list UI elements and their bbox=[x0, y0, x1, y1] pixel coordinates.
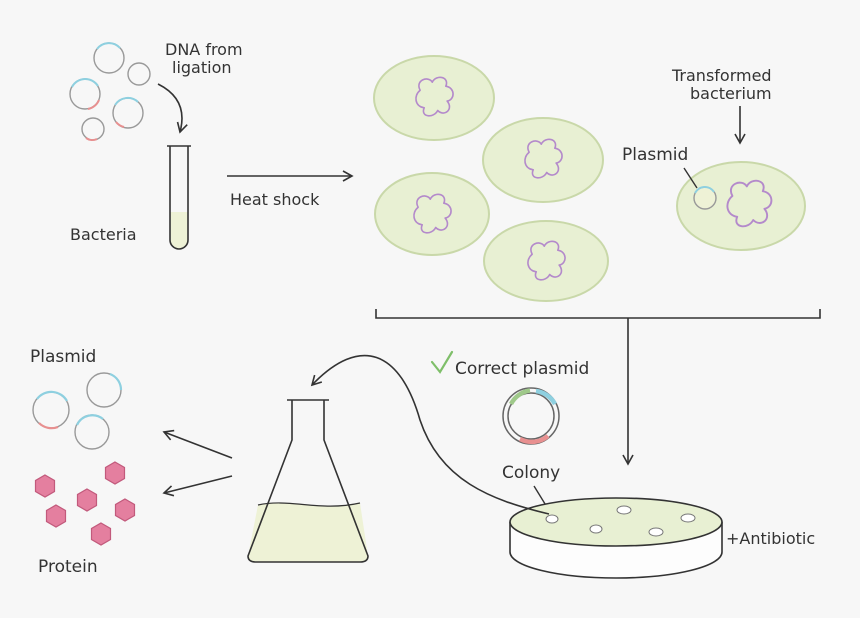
protein-hexagon bbox=[34, 474, 56, 498]
bacterium-cell bbox=[482, 117, 604, 203]
plasmid-pointer-line bbox=[683, 167, 698, 189]
plasmid-circle bbox=[32, 390, 70, 430]
transformed-label: Transformed bbox=[671, 66, 772, 85]
bacterium-cell bbox=[483, 220, 609, 302]
ligation-plasmids bbox=[69, 42, 151, 142]
protein-products bbox=[34, 461, 136, 546]
plasmid-circle bbox=[127, 62, 151, 86]
flask-to-protein-arrow bbox=[162, 475, 233, 497]
plasmid-products bbox=[32, 372, 123, 450]
flask-to-plasmid-arrow bbox=[162, 429, 233, 459]
colony bbox=[680, 513, 696, 523]
protein-hexagon bbox=[104, 461, 126, 485]
colony-to-flask-arrow bbox=[310, 354, 550, 515]
protein-hexagon bbox=[45, 504, 67, 528]
protein-hexagon bbox=[90, 522, 112, 546]
plasmid-circle bbox=[81, 117, 105, 142]
plasmid-left-label: Plasmid bbox=[30, 347, 96, 367]
protein-hexagon bbox=[76, 488, 98, 512]
transformed-bacterium bbox=[676, 161, 806, 251]
checkmark-icon bbox=[430, 350, 454, 374]
dna-to-tube-arrow bbox=[157, 83, 188, 134]
colony bbox=[648, 527, 664, 537]
dna-from-label: DNA from bbox=[165, 40, 243, 59]
bacterium-cell bbox=[373, 55, 495, 141]
selection-bracket bbox=[375, 309, 821, 319]
plasmid-circle bbox=[693, 186, 717, 210]
plasmid-circle bbox=[112, 96, 144, 129]
bacterium-label: bacterium bbox=[690, 84, 772, 103]
plasmid-circle bbox=[74, 414, 110, 450]
test-tube bbox=[167, 145, 191, 250]
culture-flask bbox=[247, 399, 369, 563]
colony bbox=[616, 505, 632, 515]
heat-shock-label: Heat shock bbox=[230, 190, 320, 209]
protein-hexagon bbox=[114, 498, 136, 522]
protein-label: Protein bbox=[38, 557, 98, 577]
plasmid-top-label: Plasmid bbox=[622, 145, 688, 165]
bacterium-cell bbox=[374, 172, 490, 256]
colony-label: Colony bbox=[502, 463, 560, 483]
plasmid-circle bbox=[93, 42, 125, 74]
correct-plasmid bbox=[502, 387, 560, 445]
petri-dish bbox=[509, 497, 723, 579]
antibiotic-label: +Antibiotic bbox=[726, 529, 815, 548]
colony bbox=[589, 524, 603, 534]
colony bbox=[545, 514, 559, 524]
plasmid-circle bbox=[86, 372, 123, 408]
correct-plasmid-label: Correct plasmid bbox=[455, 359, 589, 379]
bacteria-label: Bacteria bbox=[70, 225, 137, 244]
plasmid-circle bbox=[69, 77, 101, 110]
ligation-label: ligation bbox=[172, 58, 232, 77]
